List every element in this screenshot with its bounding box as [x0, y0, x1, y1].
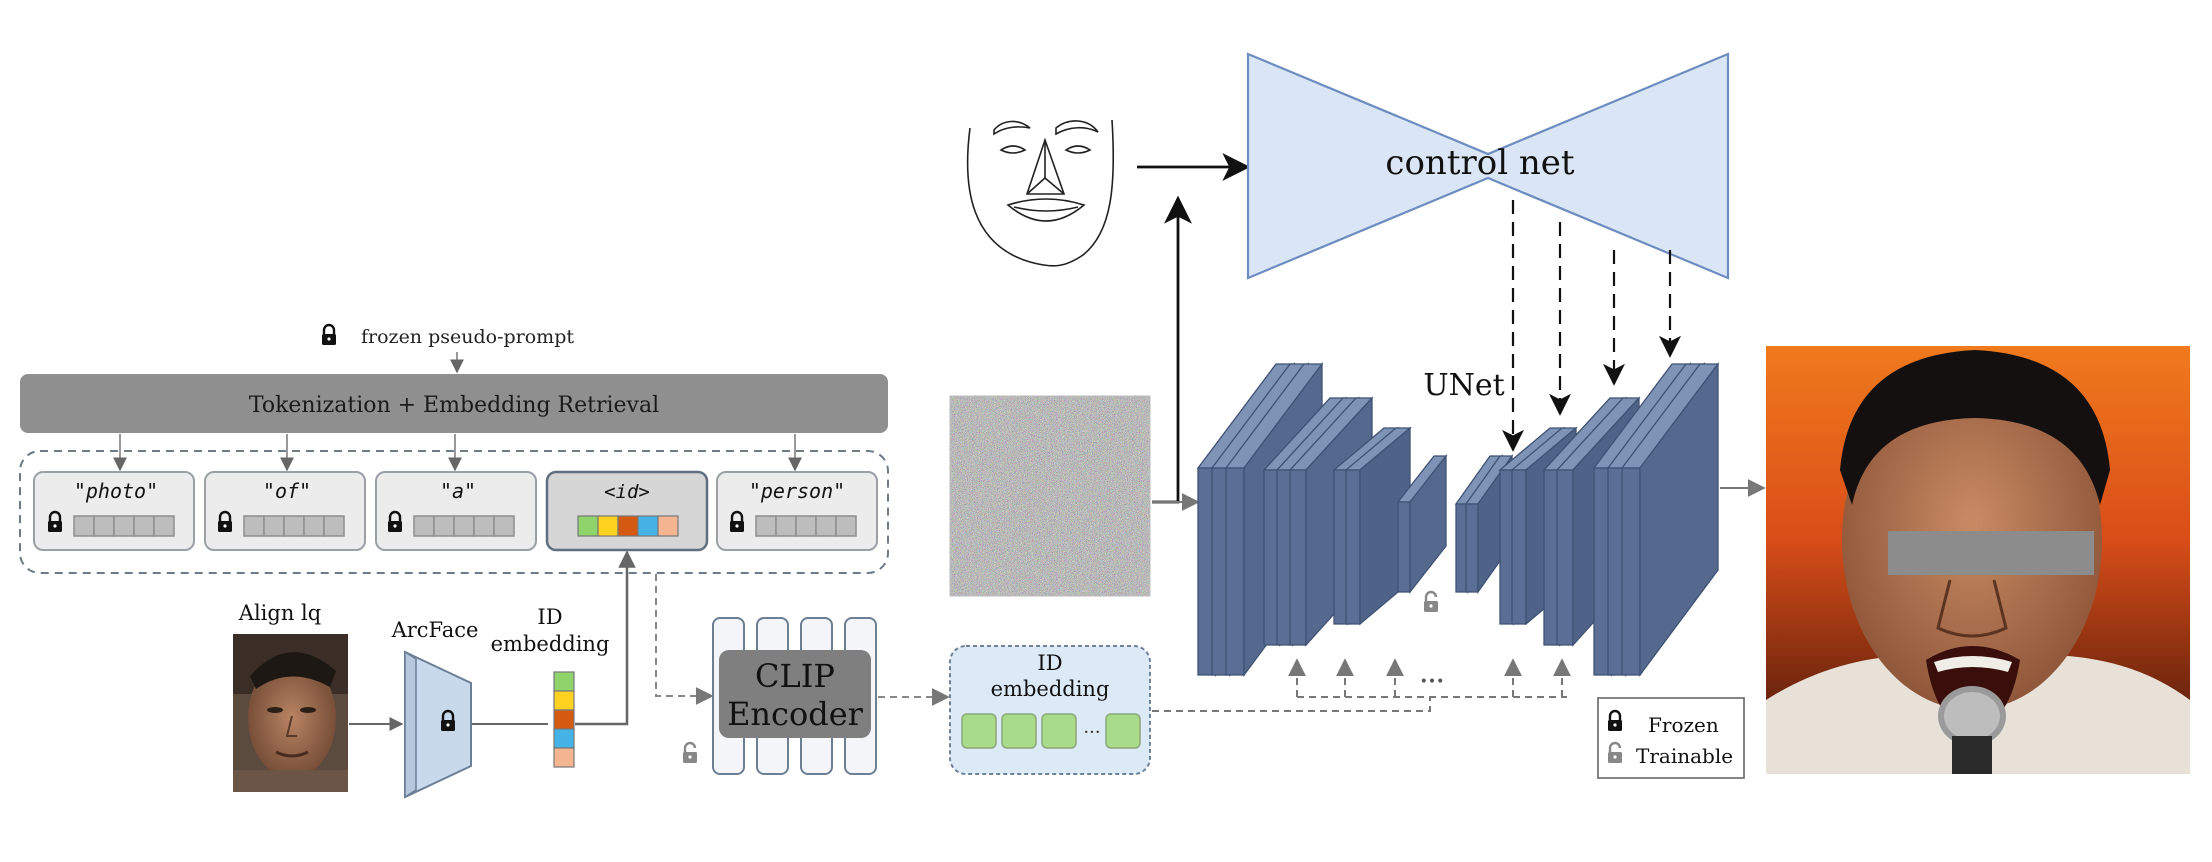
control-net-label: control net	[1385, 143, 1574, 183]
arcface-encoder	[404, 650, 472, 799]
token-of-label: "of"	[263, 479, 311, 503]
frozen-prompt-header: frozen pseudo-prompt	[322, 323, 574, 348]
embedding-cells	[755, 515, 857, 537]
legend: Frozen Trainable	[1597, 697, 1745, 779]
id-embedding-label-line1: ID	[537, 605, 562, 629]
id-embedding-box-line2: embedding	[991, 677, 1110, 701]
clip-encoder: CLIP Encoder	[712, 617, 877, 775]
id-embedding-ellipsis: ···	[1083, 722, 1100, 743]
unet-layers	[1196, 362, 1720, 677]
id-embedding-vector	[553, 671, 575, 768]
clip-label-line1: CLIP	[755, 657, 835, 695]
frozen-prompt-label: frozen pseudo-prompt	[361, 326, 574, 348]
token-id-label: <id>	[604, 481, 650, 503]
id-embedding-label-line2: embedding	[491, 632, 610, 656]
token-photo: "photo"	[33, 471, 195, 551]
embedding-cells	[243, 515, 345, 537]
lock-icon	[48, 510, 62, 532]
legend-trainable-label: Trainable	[1636, 744, 1733, 768]
tokenization-bar: Tokenization + Embedding Retrieval	[20, 374, 888, 433]
controlnet-injection-arrows	[1502, 200, 1681, 452]
tokenization-label: Tokenization + Embedding Retrieval	[249, 393, 659, 418]
id-embedding-cells	[577, 515, 679, 537]
output-face-image	[1766, 346, 2190, 774]
face-landmark-sketch	[966, 119, 1115, 267]
lock-icon	[218, 510, 232, 532]
unlock-icon	[683, 741, 697, 763]
noise-latent-image	[949, 395, 1151, 597]
lock-icon	[730, 510, 744, 532]
align-lq-face-image	[233, 634, 348, 792]
control-net-block: control net	[1246, 52, 1730, 280]
token-of: "of"	[204, 471, 366, 551]
unlock-icon	[1608, 741, 1622, 763]
token-id: <id>	[545, 470, 709, 552]
unlock-icon	[1424, 590, 1438, 612]
token-photo-label: "photo"	[74, 479, 158, 503]
cross-attention-bus	[1152, 658, 1571, 712]
lock-icon	[322, 323, 336, 345]
clip-label-line2: Encoder	[727, 695, 864, 733]
token-person: "person"	[716, 471, 878, 551]
token-a-label: "a"	[440, 479, 476, 503]
unet-label: UNet	[1423, 368, 1504, 403]
token-person-label: "person"	[749, 479, 845, 503]
embedding-cells	[413, 515, 515, 537]
embedding-cells	[73, 515, 175, 537]
id-embedding-box: ID embedding ···	[949, 645, 1151, 775]
legend-frozen-label: Frozen	[1648, 713, 1719, 737]
lock-icon	[388, 510, 402, 532]
lock-icon	[441, 709, 455, 731]
unet-bus-ellipsis: •••	[1420, 674, 1445, 690]
lock-icon	[1608, 709, 1622, 731]
id-embedding-box-line1: ID	[1037, 651, 1062, 675]
token-a: "a"	[375, 471, 537, 551]
arcface-label: ArcFace	[391, 618, 479, 642]
align-lq-label: Align lq	[238, 601, 321, 625]
